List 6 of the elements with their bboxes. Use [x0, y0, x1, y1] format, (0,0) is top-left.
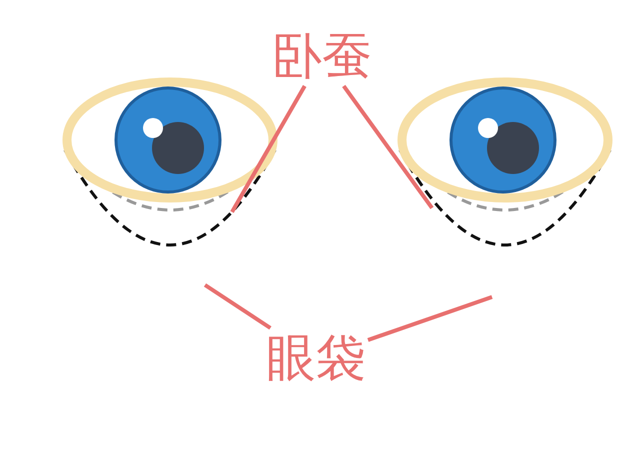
leader-line	[342, 84, 434, 210]
part-label: 卧蚕	[272, 28, 372, 84]
leader-line	[230, 85, 306, 213]
leader-line	[204, 283, 272, 330]
part-label: 眼袋	[266, 330, 366, 386]
leader-line	[367, 295, 493, 342]
